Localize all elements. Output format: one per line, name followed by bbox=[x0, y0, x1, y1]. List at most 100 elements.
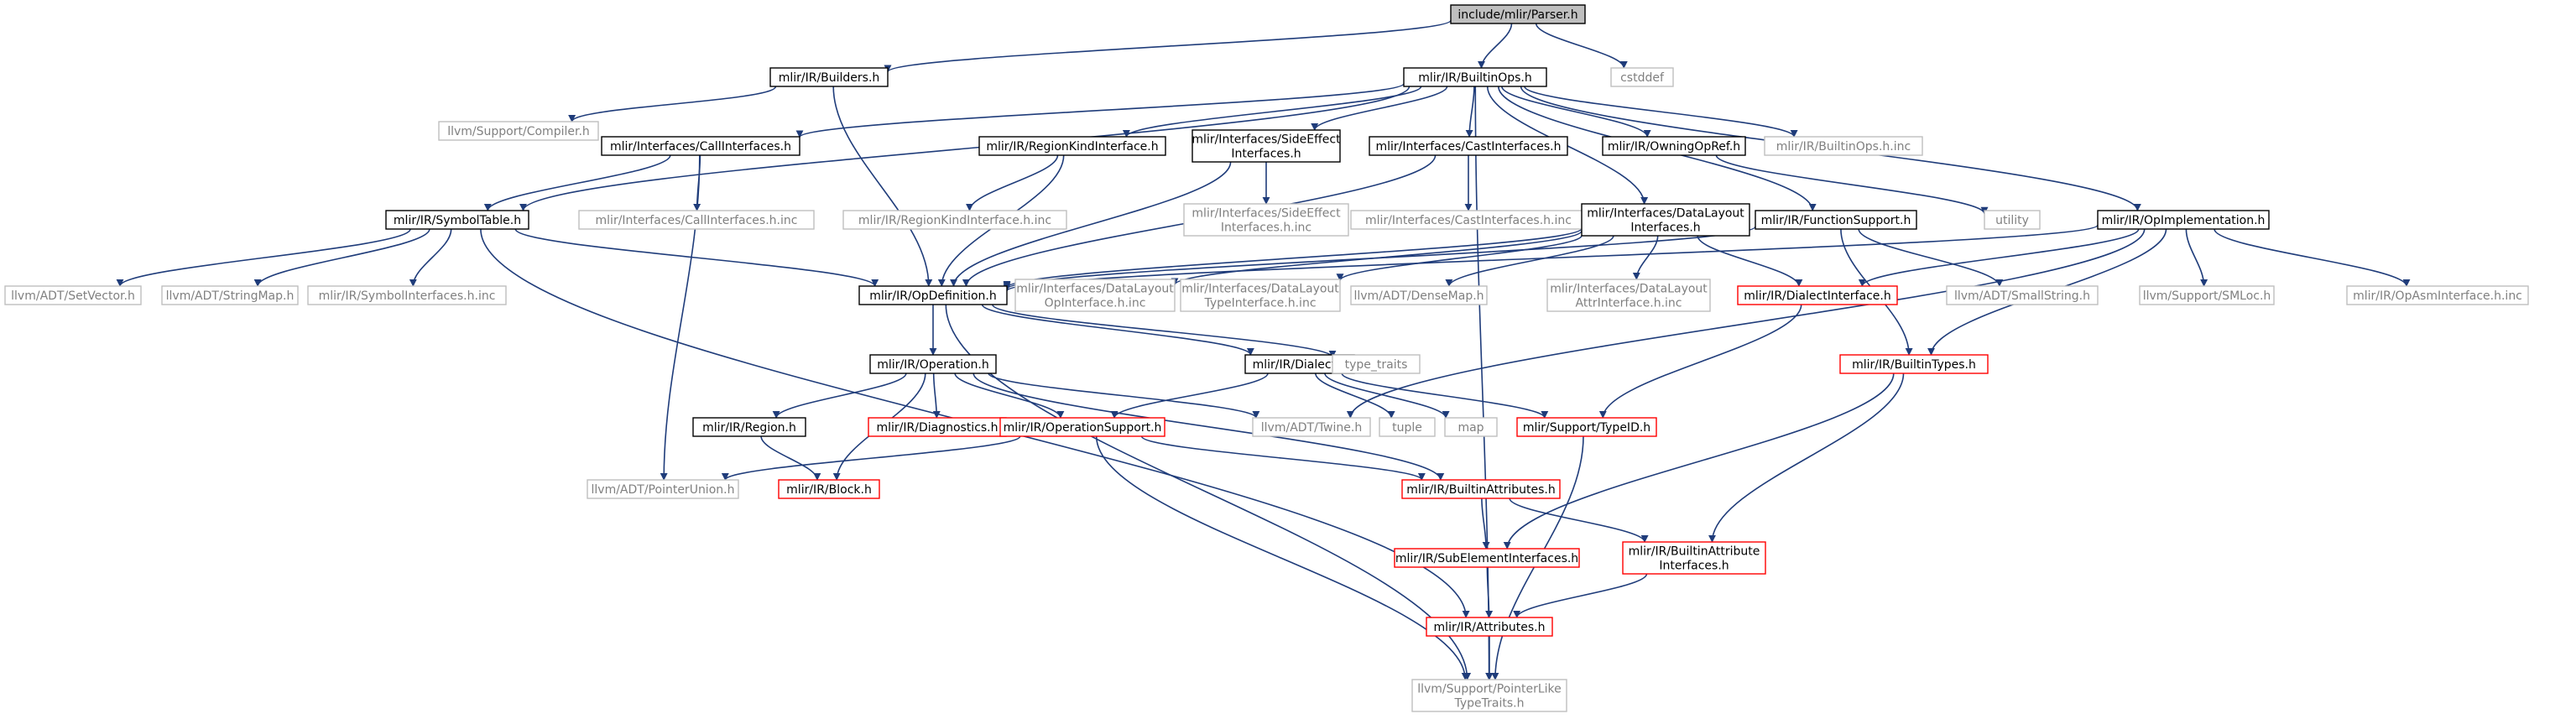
node-setvector-label: llvm/ADT/SetVector.h bbox=[11, 289, 135, 303]
node-dlattrinterface: mlir/Interfaces/DataLayoutAttrInterface.… bbox=[1546, 279, 1711, 312]
node-regionkind-box bbox=[978, 136, 1166, 156]
edge-opdefinition-to-typetraits bbox=[992, 304, 1337, 358]
node-builtinopsinc-label: mlir/IR/BuiltinOps.h.inc bbox=[1776, 140, 1911, 154]
node-cstddef-box bbox=[1610, 67, 1674, 87]
node-functionsupport-box bbox=[1755, 210, 1917, 230]
node-tuple: tuple bbox=[1379, 417, 1436, 437]
node-dlopinterface-label: OpInterface.h.inc bbox=[1045, 297, 1146, 310]
node-operation[interactable]: mlir/IR/Operation.h bbox=[869, 354, 997, 374]
node-map-box bbox=[1444, 417, 1498, 437]
node-typetraits-label: type_traits bbox=[1345, 358, 1408, 372]
node-builtinops[interactable]: mlir/IR/BuiltinOps.h bbox=[1403, 67, 1547, 87]
edge-builtinops-to-sideeffect bbox=[1311, 86, 1448, 131]
edge-operation-to-operationsupport bbox=[954, 373, 1065, 419]
node-dialect-label: mlir/IR/Dialect.h bbox=[1253, 358, 1348, 372]
node-builtinattributes-label: mlir/IR/BuiltinAttributes.h bbox=[1406, 483, 1555, 497]
edge-builders-to-llvmcompiler bbox=[568, 86, 777, 122]
node-typeid[interactable]: mlir/Support/TypeID.h bbox=[1516, 417, 1657, 437]
node-llvmcompiler: llvm/Support/Compiler.h bbox=[438, 121, 599, 141]
node-block[interactable]: mlir/IR/Block.h bbox=[778, 479, 880, 499]
node-parser[interactable]: include/mlir/Parser.h bbox=[1450, 4, 1586, 24]
node-twine-box bbox=[1252, 417, 1371, 437]
edge-datalayout-to-dialectinterface bbox=[1697, 235, 1803, 287]
node-opdefinition[interactable]: mlir/IR/OpDefinition.h bbox=[858, 285, 1008, 305]
edge-opimplementation-to-smloc bbox=[2185, 228, 2208, 287]
node-callinterfaces[interactable]: mlir/Interfaces/CallInterfaces.h bbox=[601, 136, 800, 156]
node-densemap-label: llvm/ADT/DenseMap.h bbox=[1353, 289, 1484, 303]
node-dlattrinterface-box bbox=[1546, 279, 1711, 312]
node-tuple-label: tuple bbox=[1392, 421, 1422, 435]
node-operationsupport[interactable]: mlir/IR/OperationSupport.h bbox=[999, 417, 1165, 437]
edge-parser-to-cstddef bbox=[1535, 23, 1628, 69]
node-block-box bbox=[778, 479, 880, 499]
edge-builders-to-opdefinition bbox=[832, 86, 933, 287]
node-pointerunion-box bbox=[587, 479, 739, 499]
node-opimplementation[interactable]: mlir/IR/OpImplementation.h bbox=[2097, 210, 2270, 230]
node-functionsupport[interactable]: mlir/IR/FunctionSupport.h bbox=[1755, 210, 1917, 230]
node-pointerlike-label: llvm/Support/PointerLike bbox=[1417, 683, 1562, 696]
node-dialect[interactable]: mlir/IR/Dialect.h bbox=[1244, 354, 1355, 374]
edge-symboltable-to-symbolinterfacesinc bbox=[409, 228, 452, 287]
node-regionkindinc: mlir/IR/RegionKindInterface.h.inc bbox=[842, 210, 1067, 230]
node-dialectinterface-label: mlir/IR/DialectInterface.h bbox=[1744, 289, 1890, 303]
edge-builtinops-to-pointerlike bbox=[1474, 86, 1494, 680]
node-tuple-box bbox=[1379, 417, 1436, 437]
node-typetraits-box bbox=[1332, 354, 1421, 374]
node-attributes-box bbox=[1426, 617, 1553, 637]
node-attributes[interactable]: mlir/IR/Attributes.h bbox=[1426, 617, 1553, 637]
node-smallstring: llvm/ADT/SmallString.h bbox=[1946, 285, 2099, 305]
node-regionkind[interactable]: mlir/IR/RegionKindInterface.h bbox=[978, 136, 1166, 156]
node-densemap-box bbox=[1350, 285, 1488, 305]
node-castinterfacesinc-label: mlir/Interfaces/CastInterfaces.h.inc bbox=[1365, 214, 1572, 227]
node-smallstring-box bbox=[1946, 285, 2099, 305]
node-builtintypes[interactable]: mlir/IR/BuiltinTypes.h bbox=[1839, 354, 1989, 374]
node-symboltable-label: mlir/IR/SymbolTable.h bbox=[394, 214, 521, 227]
node-pointerunion: llvm/ADT/PointerUnion.h bbox=[587, 479, 739, 499]
node-callinterfacesinc: mlir/Interfaces/CallInterfaces.h.inc bbox=[578, 210, 815, 230]
edge-operation-to-builtinattributes bbox=[973, 373, 1445, 481]
edge-symboltable-to-setvector bbox=[116, 228, 411, 287]
node-diagnostics-label: mlir/IR/Diagnostics.h bbox=[876, 421, 998, 435]
node-datalayout-label: Interfaces.h bbox=[1630, 221, 1700, 235]
node-builtinattrinterfaces-label: mlir/IR/BuiltinAttribute bbox=[1629, 545, 1760, 559]
node-region[interactable]: mlir/IR/Region.h bbox=[692, 417, 806, 437]
node-densemap: llvm/ADT/DenseMap.h bbox=[1350, 285, 1488, 305]
node-builders-label: mlir/IR/Builders.h bbox=[779, 71, 880, 85]
node-operation-box bbox=[869, 354, 997, 374]
node-pointerlike-box bbox=[1411, 679, 1567, 712]
node-builders[interactable]: mlir/IR/Builders.h bbox=[769, 67, 889, 87]
node-builtinattributes[interactable]: mlir/IR/BuiltinAttributes.h bbox=[1401, 479, 1561, 499]
edge-operation-to-diagnostics bbox=[932, 373, 941, 419]
node-owningopref[interactable]: mlir/IR/OwningOpRef.h bbox=[1602, 136, 1746, 156]
node-subelement[interactable]: mlir/IR/SubElementInterfaces.h bbox=[1394, 548, 1580, 568]
edge-opimplementation-to-dialectinterface bbox=[1858, 228, 2140, 287]
node-setvector-box bbox=[4, 285, 142, 305]
node-dlopinterface-label: mlir/Interfaces/DataLayout bbox=[1016, 283, 1174, 296]
node-utility-box bbox=[1984, 210, 2041, 230]
node-llvmcompiler-label: llvm/Support/Compiler.h bbox=[447, 125, 590, 138]
node-dialectinterface[interactable]: mlir/IR/DialectInterface.h bbox=[1737, 285, 1898, 305]
edge-builtinattributes-to-builtinattrinterfaces bbox=[1509, 498, 1649, 543]
node-map: map bbox=[1444, 417, 1498, 437]
node-sideeffect-box bbox=[1192, 129, 1341, 163]
node-callinterfacesinc-box bbox=[578, 210, 815, 230]
node-castinterfaces[interactable]: mlir/Interfaces/CastInterfaces.h bbox=[1369, 136, 1568, 156]
node-builtinattrinterfaces-label: Interfaces.h bbox=[1659, 560, 1729, 573]
node-symboltable[interactable]: mlir/IR/SymbolTable.h bbox=[385, 210, 529, 230]
node-parser-label: include/mlir/Parser.h bbox=[1457, 8, 1577, 22]
edge-builtinattrinterfaces-to-attributes bbox=[1513, 573, 1648, 618]
edge-symboltable-to-opdefinition bbox=[514, 228, 879, 287]
node-opdefinition-label: mlir/IR/OpDefinition.h bbox=[869, 289, 996, 303]
node-regionkindinc-box bbox=[842, 210, 1067, 230]
node-opimplementation-box bbox=[2097, 210, 2270, 230]
node-stringmap-label: llvm/ADT/StringMap.h bbox=[166, 289, 295, 303]
node-datalayout-box bbox=[1581, 203, 1750, 237]
node-dlattrinterface-label: mlir/Interfaces/DataLayout bbox=[1550, 283, 1708, 296]
node-dltypeinterface-box bbox=[1180, 279, 1341, 312]
node-dlopinterface: mlir/Interfaces/DataLayoutOpInterface.h.… bbox=[1014, 279, 1176, 312]
node-diagnostics[interactable]: mlir/IR/Diagnostics.h bbox=[868, 417, 1007, 437]
